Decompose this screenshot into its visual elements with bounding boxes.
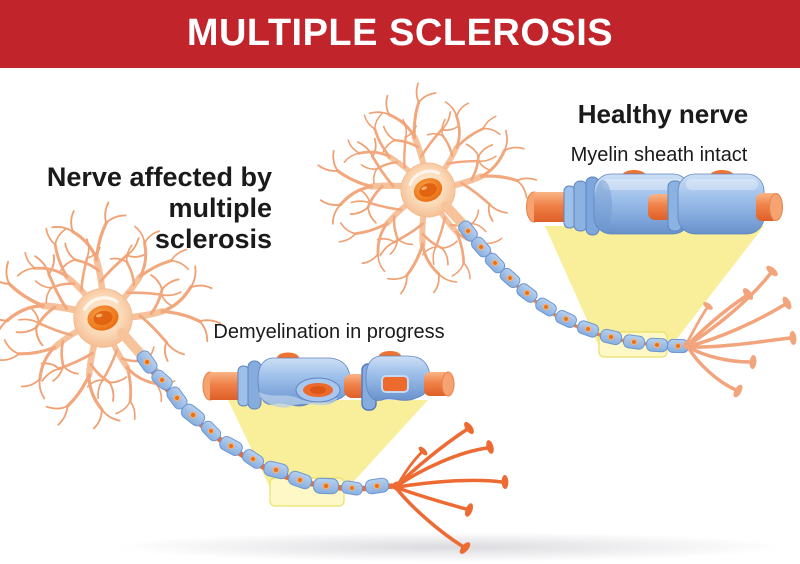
nucleus bbox=[87, 305, 119, 331]
page-title: MULTIPLE SCLEROSIS bbox=[186, 12, 614, 54]
healthy-caption: Myelin sheath intact bbox=[570, 144, 748, 166]
ms-neuron bbox=[0, 202, 509, 556]
myelin-closeup-damaged bbox=[202, 351, 455, 411]
healthy-axon bbox=[441, 201, 691, 354]
ms-caption: Demyelination in progress bbox=[213, 321, 445, 343]
nucleus bbox=[413, 178, 443, 202]
ms-heading-line3: sclerosis bbox=[154, 224, 272, 254]
magnifier-cone-healthy bbox=[545, 226, 764, 349]
title-banner: MULTIPLE SCLEROSIS bbox=[0, 0, 800, 68]
healthy-heading: Healthy nerve bbox=[577, 99, 749, 129]
healthy-neuron bbox=[292, 69, 798, 399]
myelin-lesion bbox=[295, 377, 341, 403]
ms-axon bbox=[117, 328, 398, 497]
healthy-axon-terminals bbox=[683, 263, 798, 399]
ms-heading-line1: Nerve affected by bbox=[46, 162, 272, 192]
ms-heading: Nerve affected by multiple sclerosis bbox=[30, 162, 272, 255]
ms-axon-terminals bbox=[392, 420, 509, 556]
myelin-closeup-healthy bbox=[526, 170, 783, 236]
ms-heading-line2: multiple bbox=[168, 193, 272, 223]
ground-shadow bbox=[115, 532, 785, 562]
